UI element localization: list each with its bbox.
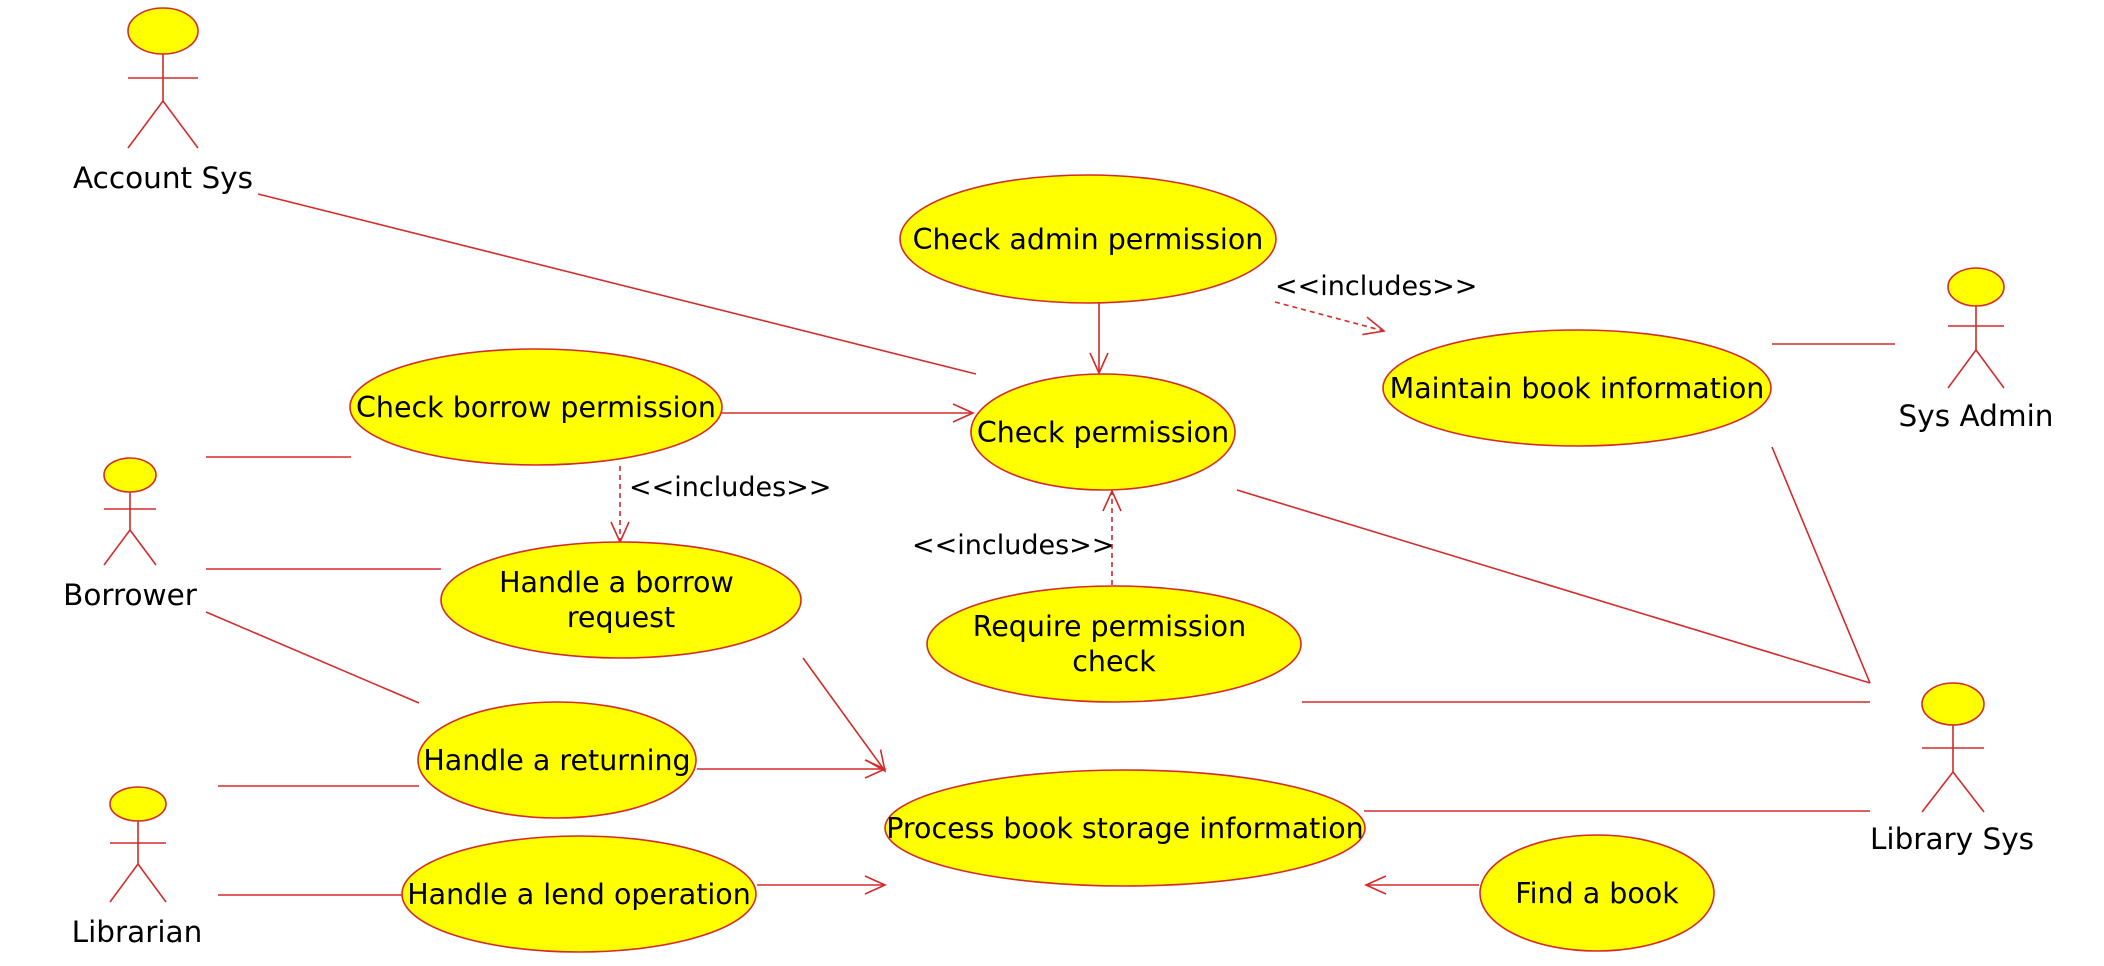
use-case-check-admin-permission[interactable]: Check admin permission: [899, 174, 1277, 304]
use-case-ellipse: [970, 373, 1236, 491]
includes-label-borrow: <<includes>>: [629, 472, 831, 503]
use-case-handle-lend-operation[interactable]: Handle a lend operation: [401, 835, 757, 953]
actor-librarian[interactable]: Librarian: [72, 786, 203, 949]
stick-figure-icon: [109, 786, 167, 903]
use-case-label: Handle a borrow request: [499, 566, 743, 634]
use-case-label: Require permission check: [973, 610, 1256, 678]
stick-figure-icon: [127, 7, 199, 149]
use-case-ellipse: [349, 348, 723, 466]
association-library-sys-check-permission: [1236, 489, 1871, 684]
use-case-handle-borrow-request[interactable]: Handle a borrow request: [440, 541, 802, 659]
generalization-arrows: [697, 302, 1479, 895]
stick-figure-icon: [1947, 267, 2005, 389]
association-library-sys-maintain-book-information: [1771, 446, 1871, 684]
use-case-label: Check permission: [977, 416, 1229, 449]
association-borrower-handle-returning: [205, 611, 420, 704]
actor-sys-admin[interactable]: Sys Admin: [1899, 267, 2054, 433]
use-case-ellipse: [926, 585, 1302, 703]
includes-label-admin: <<includes>>: [1275, 271, 1477, 302]
includes-label-require: <<includes>>: [912, 530, 1114, 561]
association-lines: [205, 193, 1895, 896]
use-case-label: Handle a lend operation: [407, 878, 751, 911]
actor-label: Sys Admin: [1899, 399, 2054, 433]
use-case-ellipse: [1382, 329, 1772, 447]
use-case-label: Check borrow permission: [356, 391, 716, 424]
actor-account-sys[interactable]: Account Sys: [73, 7, 253, 195]
arrow-handle-borrow-to-process-storage: [802, 657, 887, 773]
stick-figure-icon: [103, 457, 157, 566]
actor-label: Borrower: [63, 578, 198, 612]
use-case-label: Check admin permission: [913, 223, 1264, 256]
use-case-maintain-book-information[interactable]: Maintain book information: [1382, 329, 1772, 447]
use-case-check-permission[interactable]: Check permission: [970, 373, 1236, 491]
stick-figure-icon: [1921, 682, 1985, 813]
use-case-ellipse: [884, 769, 1366, 887]
use-case-handle-returning[interactable]: Handle a returning: [417, 701, 697, 819]
use-case-ellipse: [401, 835, 757, 953]
stereotype-labels: <<includes>> <<includes>> <<includes>>: [629, 271, 1477, 561]
actor-borrower[interactable]: Borrower: [63, 457, 198, 612]
use-case-label: Process book storage information: [886, 812, 1364, 845]
use-case-label: Handle a returning: [423, 744, 690, 777]
use-case-label: Maintain book information: [1390, 372, 1765, 405]
actor-label: Library Sys: [1870, 822, 2034, 856]
use-case-check-borrow-permission[interactable]: Check borrow permission: [349, 348, 723, 466]
actor-label: Librarian: [72, 915, 203, 949]
use-case-ellipse: [1479, 834, 1715, 952]
use-case-find-a-book[interactable]: Find a book: [1479, 834, 1715, 952]
actor-label: Account Sys: [73, 161, 253, 195]
use-case-ellipse: [899, 174, 1277, 304]
use-case-ellipse: [440, 541, 802, 659]
use-case-process-book-storage-information[interactable]: Process book storage information: [884, 769, 1366, 887]
use-case-ellipse: [417, 701, 697, 819]
include-arrows: [610, 301, 1386, 585]
use-case-label: Find a book: [1515, 877, 1679, 910]
use-case-require-permission-check[interactable]: Require permission check: [926, 585, 1302, 703]
actor-library-sys[interactable]: Library Sys: [1870, 682, 2034, 856]
include-arrow-check-admin-to-maintain-book: [1274, 301, 1386, 336]
association-account-sys-check-permission: [257, 193, 977, 375]
